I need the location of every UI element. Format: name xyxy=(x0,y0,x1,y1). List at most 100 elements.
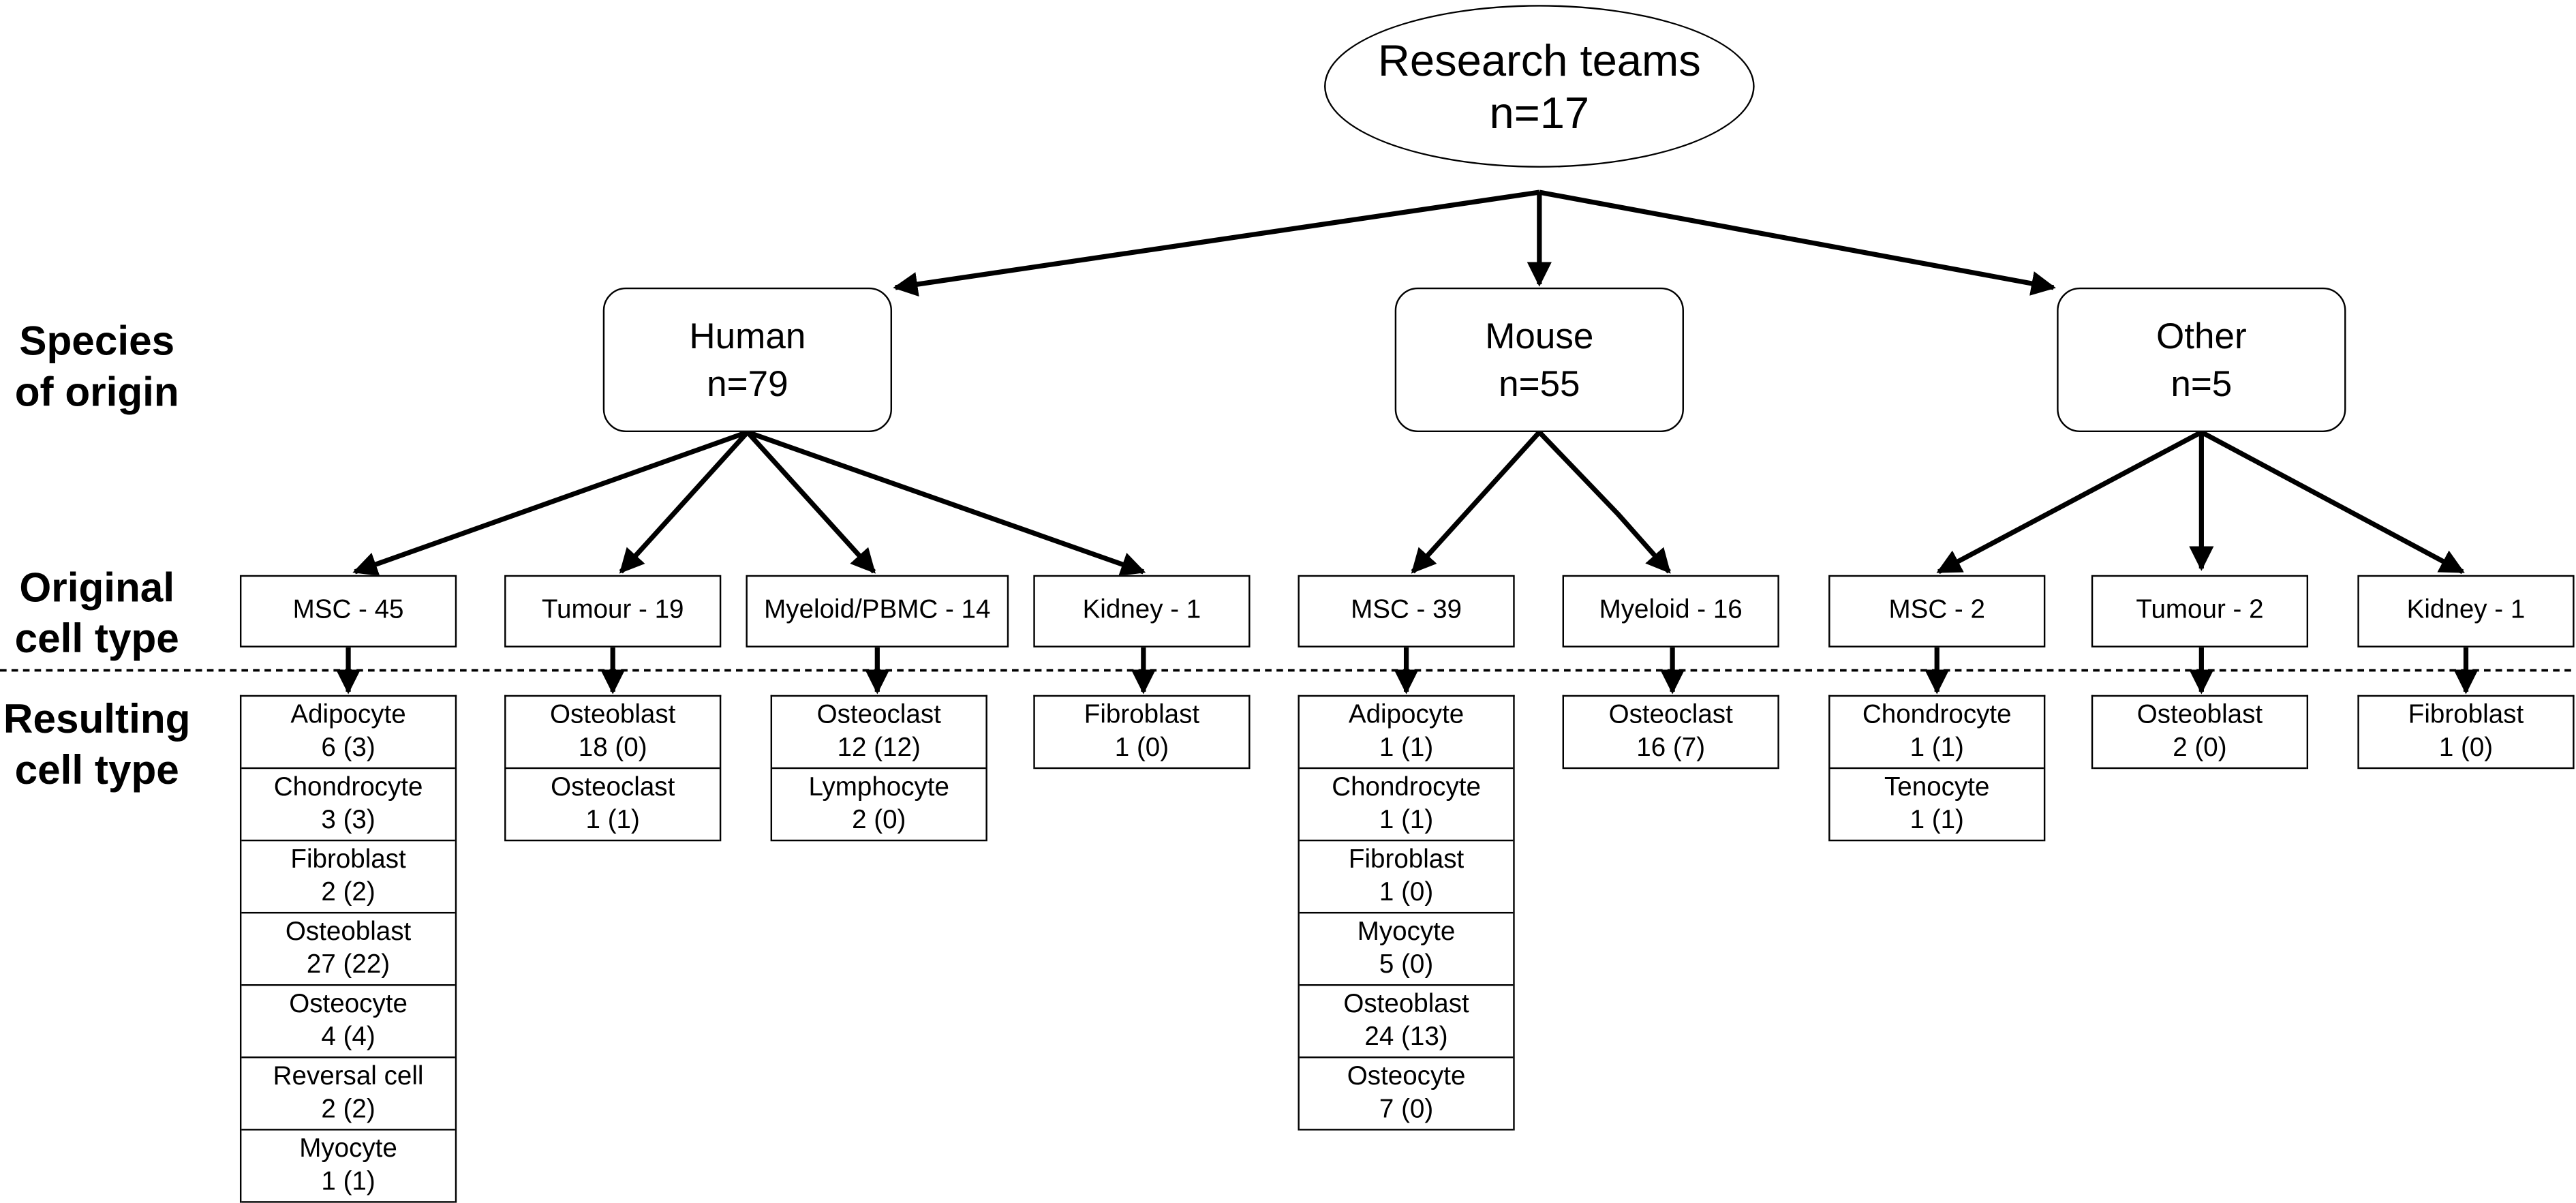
original-node-mouse-msc: MSC - 39 xyxy=(1298,575,1515,648)
cell-name: Lymphocyte xyxy=(808,773,949,802)
original-node-mouse-myeloid: Myeloid - 16 xyxy=(1562,575,1779,648)
original-node-human-myeloid-pbmc: Myeloid/PBMC - 14 xyxy=(746,575,1009,648)
arrow-human-to-msc xyxy=(352,429,749,577)
original-node-other-msc: MSC - 2 xyxy=(1828,575,2046,648)
cell-count: 1 (0) xyxy=(2438,733,2494,762)
cell-count: 1 (1) xyxy=(1910,733,1964,762)
cell-name: Chondrocyte xyxy=(1332,773,1481,802)
cell-name: Adipocyte xyxy=(290,701,406,729)
cell-count: 7 (0) xyxy=(1379,1095,1434,1123)
cell-count: 1 (1) xyxy=(585,806,640,834)
row-label-species-line1: Species xyxy=(19,318,175,365)
resulting-cell: Osteocyte 4 (4) xyxy=(241,986,455,1059)
original-node-other-tumour: Tumour - 2 xyxy=(2091,575,2309,648)
resulting-cell: Osteoblast 27 (22) xyxy=(241,913,455,986)
cell-count: 2 (2) xyxy=(321,1095,375,1123)
resulting-cell: Fibroblast 2 (2) xyxy=(241,841,455,914)
arrow-root-to-human xyxy=(893,189,1540,296)
cell-name: Osteocyte xyxy=(1347,1062,1466,1091)
resulting-cell: Osteoblast 24 (13) xyxy=(1299,986,1514,1059)
species-count: n=55 xyxy=(1499,363,1580,405)
cell-name: Reversal cell xyxy=(273,1062,424,1091)
cell-name: Adipocyte xyxy=(1348,701,1465,729)
cell-name: Osteoclast xyxy=(1608,701,1733,729)
cell-name: Osteocyte xyxy=(289,990,408,1018)
arrow-human-to-tumour xyxy=(619,430,750,574)
row-label-resulting-line2: cell type xyxy=(14,747,179,794)
cell-count: 4 (4) xyxy=(321,1022,375,1051)
species-count: n=79 xyxy=(707,363,788,405)
cell-name: Osteoblast xyxy=(2136,701,2263,729)
resulting-column-other-tumour: Osteoblast 2 (0) xyxy=(2091,695,2309,770)
resulting-cell: Chondrocyte 3 (3) xyxy=(241,769,455,842)
resulting-cell: Myocyte 1 (1) xyxy=(241,1131,455,1203)
species-name: Human xyxy=(689,315,806,357)
cell-count: 18 (0) xyxy=(578,733,647,762)
root-count: n=17 xyxy=(1489,87,1590,138)
cell-count: 1 (1) xyxy=(1910,806,1964,834)
cell-count: 1 (0) xyxy=(1114,733,1169,762)
cell-name: Osteoblast xyxy=(285,917,412,946)
resulting-cell: Osteoclast 16 (7) xyxy=(1563,697,1778,770)
cell-name: Chondrocyte xyxy=(273,773,423,802)
row-label-resulting: Resulting cell type xyxy=(0,695,194,797)
original-node-other-kidney: Kidney - 1 xyxy=(2357,575,2575,648)
resulting-cell: Osteocyte 7 (0) xyxy=(1299,1058,1514,1131)
species-count: n=5 xyxy=(2171,363,2233,405)
resulting-cell: Fibroblast 1 (0) xyxy=(2359,697,2573,770)
cell-name: Myocyte xyxy=(299,1134,397,1163)
cell-name: Osteoblast xyxy=(1343,990,1469,1018)
row-label-original-line1: Original xyxy=(19,565,175,611)
resulting-cell: Reversal cell 2 (2) xyxy=(241,1058,455,1131)
species-name: Mouse xyxy=(1485,315,1594,357)
row-label-original: Original cell type xyxy=(0,564,194,665)
arrow-human-to-myeloid-pbmc xyxy=(746,430,876,574)
cell-count: 2 (0) xyxy=(2173,733,2227,762)
cell-count: 1 (1) xyxy=(1379,806,1434,834)
arrow-other-to-kidney xyxy=(2200,429,2465,575)
cell-name: Chondrocyte xyxy=(1862,701,2012,729)
cell-count: 27 (22) xyxy=(306,950,390,979)
resulting-cell: Fibroblast 1 (0) xyxy=(1299,841,1514,914)
species-node-human: Human n=79 xyxy=(602,287,893,433)
original-node-human-kidney: Kidney - 1 xyxy=(1033,575,1251,648)
cell-name: Fibroblast xyxy=(290,845,406,874)
arrow-root-to-other xyxy=(1539,189,2056,296)
cell-name: Fibroblast xyxy=(2408,701,2524,729)
species-name: Other xyxy=(2156,315,2247,357)
row-label-species: Species of origin xyxy=(0,317,194,418)
arrow-mouse-to-msc xyxy=(1411,430,1542,574)
root-title: Research teams xyxy=(1377,35,1701,85)
cell-count: 1 (0) xyxy=(1379,878,1434,907)
cell-name: Osteoclast xyxy=(816,701,941,729)
row-label-original-line2: cell type xyxy=(14,616,179,663)
resulting-column-mouse-myeloid: Osteoclast 16 (7) xyxy=(1562,695,1779,770)
cell-name: Tenocyte xyxy=(1884,773,1990,802)
cell-count: 3 (3) xyxy=(321,806,375,834)
cell-count: 24 (13) xyxy=(1364,1022,1448,1051)
resulting-cell: Osteoblast 2 (0) xyxy=(2093,697,2307,770)
row-label-resulting-line1: Resulting xyxy=(3,697,191,743)
cell-count: 5 (0) xyxy=(1379,950,1434,979)
cell-count: 16 (7) xyxy=(1636,733,1706,762)
cell-count: 1 (1) xyxy=(321,1167,375,1196)
original-node-human-msc: MSC - 45 xyxy=(239,575,457,648)
original-node-human-tumour: Tumour - 19 xyxy=(504,575,722,648)
cell-name: Fibroblast xyxy=(1348,845,1465,874)
cell-count: 2 (2) xyxy=(321,878,375,907)
root-node-research-teams: Research teams n=17 xyxy=(1324,5,1755,168)
resulting-column-other-kidney: Fibroblast 1 (0) xyxy=(2357,695,2575,770)
resulting-cell: Tenocyte 1 (1) xyxy=(1830,769,2044,842)
